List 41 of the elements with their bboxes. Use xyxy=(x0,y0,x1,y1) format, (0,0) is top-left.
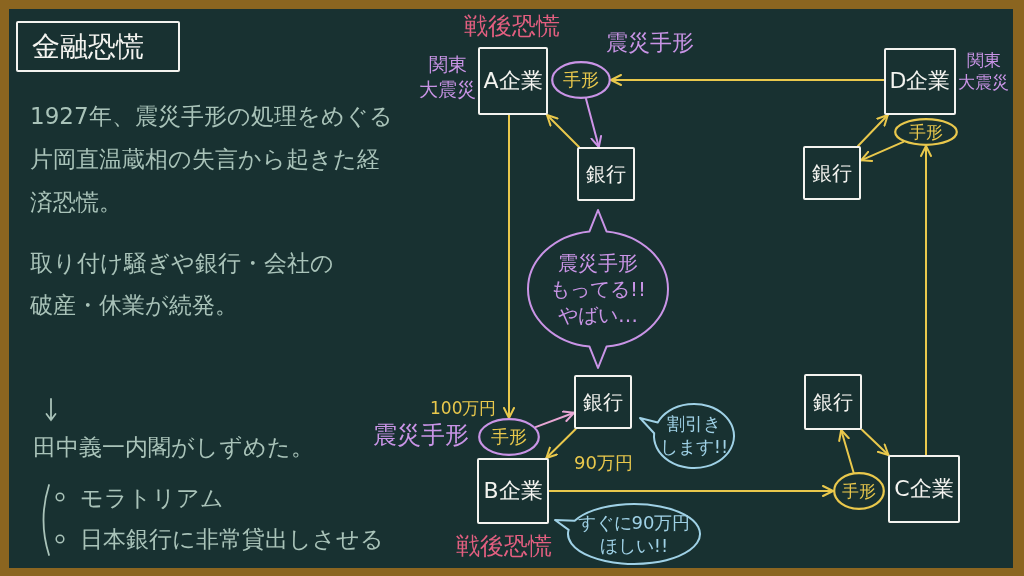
caption-text: 関東大震災 xyxy=(958,49,1010,94)
speech-bubble: 震災手形もってる!!やばい… xyxy=(526,208,670,370)
company-box: B企業 xyxy=(477,458,549,524)
bank-box: 銀行 xyxy=(574,375,632,429)
speech-bubble: すぐに90万円ほしい!! xyxy=(554,502,702,566)
arrow xyxy=(503,114,515,419)
arrow xyxy=(548,485,834,497)
bill-ellipse: 手形 xyxy=(894,118,958,146)
caption-text: 100万円 xyxy=(430,397,497,420)
note-text: 1927年、震災手形の処理をめぐる片岡直温蔵相の失言から起きた経済恐慌。 xyxy=(30,102,394,217)
company-box: C企業 xyxy=(888,455,960,523)
title: 金融恐慌 xyxy=(16,21,180,72)
caption-text: 震災手形 xyxy=(606,29,694,57)
bank-box: 銀行 xyxy=(577,147,635,201)
arrow xyxy=(856,114,889,147)
arrow xyxy=(610,74,885,86)
caption-text: 戦後恐慌 xyxy=(464,11,560,42)
bill-ellipse: 手形 xyxy=(551,61,611,99)
note-text: 田中義一内閣がしずめた。 xyxy=(33,433,314,462)
bill-ellipse: 手形 xyxy=(833,472,885,510)
arrow xyxy=(860,140,905,162)
bank-box: 銀行 xyxy=(803,146,861,200)
company-box: A企業 xyxy=(478,47,548,115)
arrow xyxy=(546,114,580,148)
arrow xyxy=(861,428,890,456)
arrow xyxy=(585,97,603,148)
speech-bubble: 割引きします!! xyxy=(639,400,735,470)
arrow xyxy=(838,429,855,474)
caption-text: 震災手形 xyxy=(373,420,469,451)
arrow xyxy=(534,410,575,429)
arrow xyxy=(545,428,577,459)
caption-text: 関東大震災 xyxy=(419,52,477,102)
note-text: 日本銀行に非常貸出しさせる xyxy=(80,525,384,554)
caption-text: 戦後恐慌 xyxy=(456,531,552,562)
edge-label: 90万円 xyxy=(573,452,634,475)
company-box: D企業 xyxy=(884,48,956,115)
bank-box: 銀行 xyxy=(804,374,862,430)
note-text: 取り付け騒ぎや銀行・会社の破産・休業が続発。 xyxy=(30,249,335,320)
arrow xyxy=(920,145,932,456)
note-text: モラトリアム xyxy=(80,484,224,513)
bill-ellipse: 手形 xyxy=(478,418,540,456)
